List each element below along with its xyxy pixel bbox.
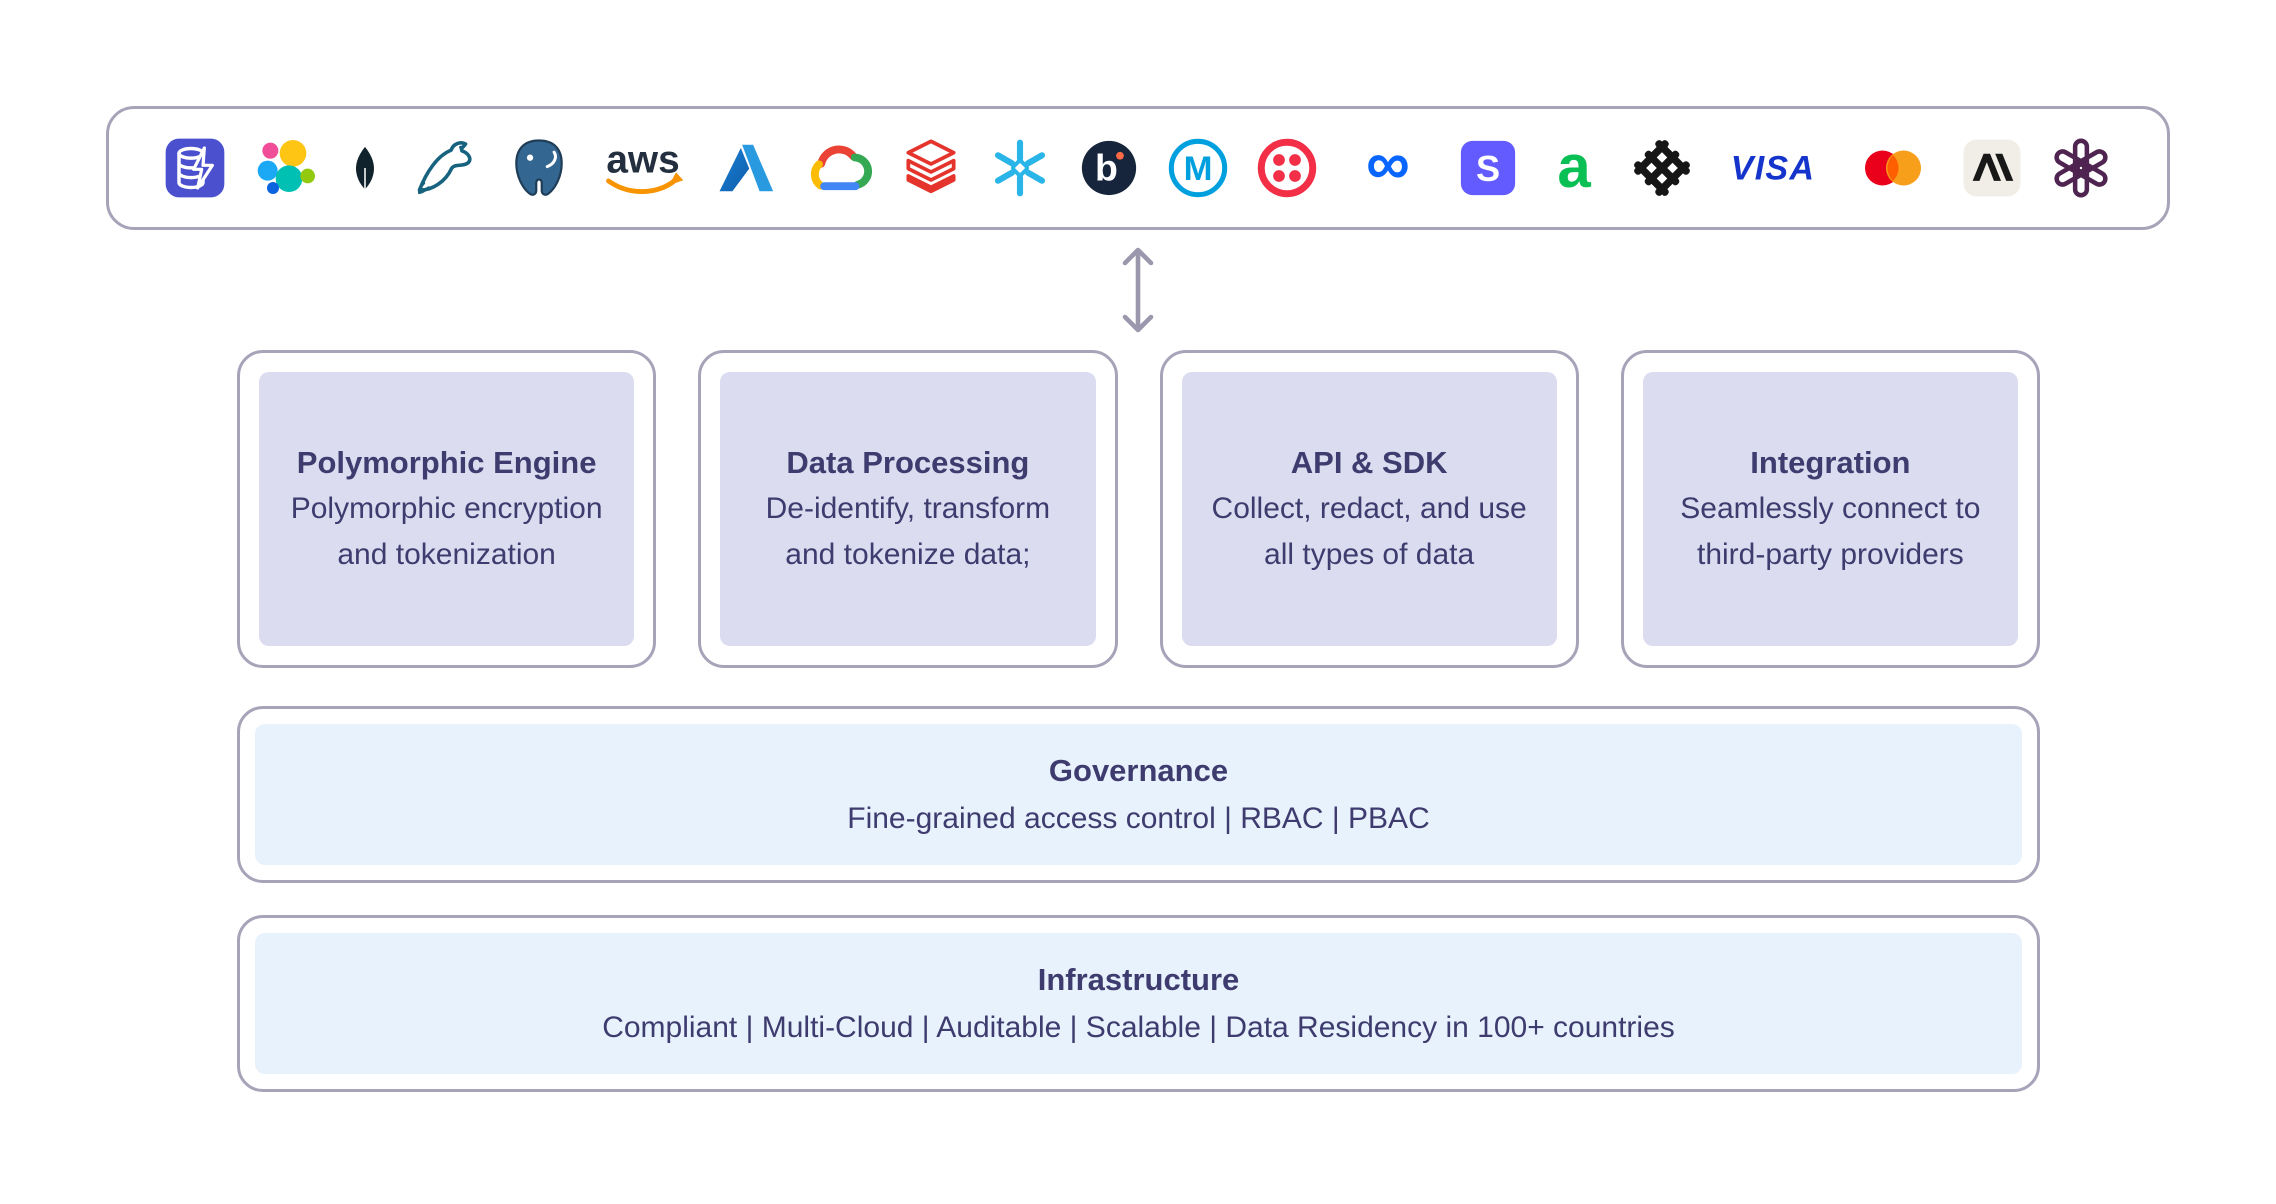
google-cloud-icon	[803, 140, 873, 196]
mulesoft-icon: M	[1166, 136, 1230, 200]
meta-infinity-glyph: ∞	[1366, 136, 1410, 197]
feature-cards-row: Polymorphic Engine Polymorphic encryptio…	[237, 350, 2040, 668]
braze-icon: b	[1078, 137, 1140, 199]
card-title: Polymorphic Engine	[296, 445, 597, 480]
card-integration: Integration Seamlessly connect to third-…	[1620, 350, 2040, 668]
twilio-icon	[1255, 136, 1319, 200]
dynamodb-icon	[163, 136, 227, 200]
card-title: API & SDK	[1290, 445, 1448, 480]
card-body: Collect, redact, and use all types of da…	[1211, 492, 1527, 571]
infrastructure-panel: Infrastructure Compliant | Multi-Cloud |…	[255, 933, 2022, 1074]
braze-letter: b	[1095, 146, 1118, 188]
card-integration-panel: Integration Seamlessly connect to third-…	[1642, 372, 2018, 646]
card-title: Data Processing	[786, 445, 1030, 480]
governance-panel: Governance Fine-grained access control |…	[255, 724, 2022, 865]
integrations-logo-bar: aws	[106, 106, 2170, 230]
adyen-icon: a	[1544, 138, 1604, 198]
visa-icon: VISA	[1720, 149, 1826, 187]
card-body: Seamlessly connect to third-party provid…	[1680, 492, 1981, 571]
openai-icon	[2049, 136, 2113, 200]
infrastructure-bar: Infrastructure Compliant | Multi-Cloud |…	[237, 915, 2040, 1092]
mulesoft-letter: M	[1183, 150, 1212, 188]
plaid-icon	[1630, 136, 1694, 200]
card-api-sdk-panel: API & SDK Collect, redact, and use all t…	[1181, 372, 1557, 646]
card-polymorphic-engine-panel: Polymorphic Engine Polymorphic encryptio…	[259, 372, 635, 646]
anthropic-icon	[1961, 137, 2023, 199]
infrastructure-title: Infrastructure	[1037, 961, 1240, 997]
governance-title: Governance	[1048, 752, 1229, 788]
postgresql-icon	[506, 135, 572, 201]
governance-body: Fine-grained access control | RBAC | PBA…	[847, 801, 1430, 835]
elasticsearch-icon	[253, 136, 317, 200]
card-data-processing: Data Processing De-identify, transform a…	[698, 350, 1118, 668]
mastercard-icon	[1851, 140, 1935, 196]
mongodb-icon	[342, 136, 388, 200]
infrastructure-body: Compliant | Multi-Cloud | Auditable | Sc…	[602, 1010, 1675, 1044]
stripe-icon: S	[1457, 137, 1519, 199]
card-api-sdk: API & SDK Collect, redact, and use all t…	[1159, 350, 1579, 668]
card-body: De-identify, transform and tokenize data…	[765, 492, 1051, 571]
meta-icon: ∞	[1345, 136, 1431, 200]
bidirectional-arrow-icon	[1116, 243, 1160, 337]
mysql-icon	[414, 135, 480, 201]
visa-wordmark: VISA	[1730, 149, 1815, 187]
aws-icon: aws	[597, 136, 689, 200]
databricks-icon	[899, 136, 963, 200]
aws-wordmark: aws	[607, 138, 680, 181]
card-data-processing-panel: Data Processing De-identify, transform a…	[720, 372, 1096, 646]
governance-bar: Governance Fine-grained access control |…	[237, 706, 2040, 883]
snowflake-icon	[988, 136, 1052, 200]
card-polymorphic-engine: Polymorphic Engine Polymorphic encryptio…	[237, 350, 657, 668]
azure-icon	[715, 137, 777, 199]
card-title: Integration	[1750, 445, 1911, 480]
stripe-letter: S	[1476, 148, 1500, 189]
card-body: Polymorphic encryption and tokenization	[290, 492, 603, 571]
adyen-letter: a	[1558, 138, 1592, 198]
